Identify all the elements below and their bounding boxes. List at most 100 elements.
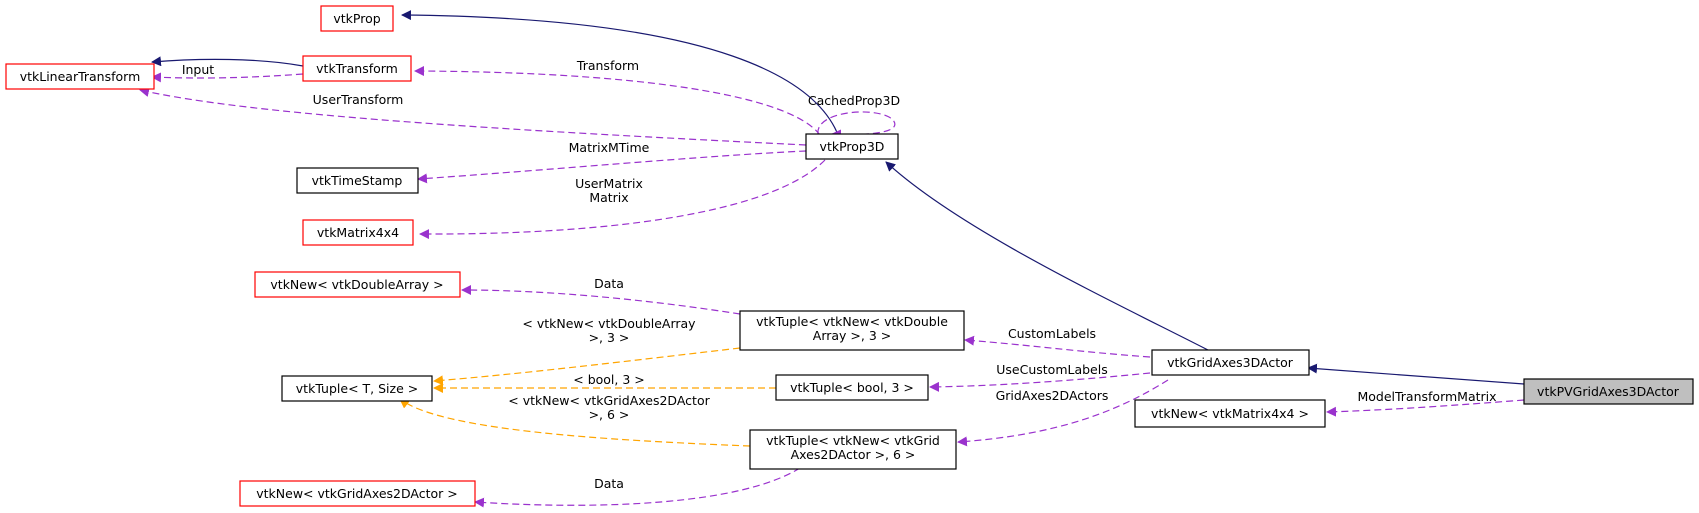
edge-label: Data: [594, 276, 624, 291]
edge-prop3d-usertransform: UserTransform: [139, 87, 807, 146]
edge-label: < bool, 3 >: [573, 372, 645, 387]
edge-tuplebool-template: < bool, 3 >: [433, 372, 776, 393]
node-vtkprop3d[interactable]: vtkProp3D: [805, 133, 899, 160]
edge-prop3d-matrix: UserMatrix Matrix: [419, 159, 826, 240]
edge-line: [1326, 399, 1525, 417]
edge-line: [139, 87, 807, 146]
edge-label: Input: [182, 62, 214, 77]
node-box: [739, 310, 965, 351]
node-label: vtkTransform: [316, 61, 398, 76]
edge-line: [401, 10, 841, 141]
node-vtknew-gridaxes2dactor[interactable]: vtkNew< vtkGridAxes2DActor >: [239, 480, 476, 507]
node-box: [281, 375, 433, 402]
node-label: vtkGridAxes3DActor: [1167, 355, 1294, 370]
node-vtktuple-vtknew-doublearray[interactable]: vtkTuple< vtkNew< vtkDouble Array >, 3 >: [739, 310, 965, 351]
edge-line: [151, 56, 304, 67]
node-label: vtkTuple< T, Size >: [296, 381, 418, 396]
edge-label: Matrix: [589, 190, 628, 205]
node-vtktuple-bool[interactable]: vtkTuple< bool, 3 >: [775, 374, 929, 401]
edge-label: UserTransform: [313, 92, 404, 107]
node-label: vtkMatrix4x4: [317, 225, 399, 240]
node-box: [1134, 399, 1326, 428]
node-label: vtkTuple< vtkNew< vtkDouble: [756, 314, 948, 329]
node-box: [1151, 349, 1310, 376]
edge-label: Transform: [576, 58, 639, 73]
edge-line: [461, 285, 741, 315]
node-box: [254, 271, 461, 298]
node-vtktimestamp[interactable]: vtkTimeStamp: [296, 167, 419, 194]
edge-prop3d-cached: CachedProp3D: [808, 93, 900, 140]
node-box: [296, 167, 419, 194]
nodes: vtkProp vtkLinearTransform vtkTransform …: [5, 5, 1694, 507]
node-box: [302, 219, 414, 246]
edge-line: [474, 467, 801, 508]
edge-grid3d-usecustomlabels: UseCustomLabels: [929, 362, 1151, 392]
node-box: [239, 480, 476, 507]
node-vtknew-matrix4x4[interactable]: vtkNew< vtkMatrix4x4 >: [1134, 399, 1326, 428]
edge-label: UseCustomLabels: [996, 362, 1107, 377]
node-label: vtkTuple< bool, 3 >: [790, 380, 914, 395]
node-box: [749, 429, 957, 470]
edge-label: Data: [594, 476, 624, 491]
edge-prop3d-transform: Transform: [414, 58, 821, 136]
edge-label: CachedProp3D: [808, 93, 900, 108]
node-label: vtkTuple< vtkNew< vtkGrid: [766, 433, 940, 448]
edge-tuplenewdouble-data: Data: [461, 276, 741, 315]
node-vtktuple-vtknew-gridaxes2d[interactable]: vtkTuple< vtkNew< vtkGrid Axes2DActor >,…: [749, 429, 957, 470]
node-label: Array >, 3 >: [813, 328, 891, 343]
edge-label: MatrixMTime: [569, 140, 650, 155]
node-vtkprop[interactable]: vtkProp: [320, 5, 394, 32]
node-vtktuple-t-size[interactable]: vtkTuple< T, Size >: [281, 375, 433, 402]
node-label: vtkNew< vtkMatrix4x4 >: [1151, 406, 1309, 421]
node-label: vtkPVGridAxes3DActor: [1537, 384, 1680, 399]
node-vtkpvgridaxes3dactor[interactable]: vtkPVGridAxes3DActor: [1523, 378, 1694, 405]
edge-grid3d-inherits-prop3d: [885, 161, 1209, 351]
edge-transform-input: Input: [151, 62, 304, 83]
edge-line: [151, 72, 304, 83]
edge-line: [399, 398, 751, 447]
node-label: vtkLinearTransform: [20, 69, 141, 84]
edge-tuplenewdouble-template: < vtkNew< vtkDoubleArray >, 3 >: [433, 316, 741, 386]
edge-line: [414, 66, 821, 136]
edge-prop3d-inherits-prop: [401, 10, 841, 141]
edge-label: >, 3 >: [589, 330, 630, 345]
edge-label: < vtkNew< vtkGridAxes2DActor: [508, 393, 710, 408]
node-box: [320, 5, 394, 32]
edge-prop3d-timestamp: MatrixMTime: [417, 140, 807, 184]
edge-transform-inherits-linear: [151, 56, 304, 67]
edge-line: [1307, 363, 1525, 385]
node-vtktransform[interactable]: vtkTransform: [302, 55, 412, 82]
edge-line: [817, 111, 896, 140]
node-box: [805, 133, 899, 160]
edge-line: [929, 372, 1151, 392]
edge-grid3d-gridaxes2d: GridAxes2DActors: [957, 379, 1169, 447]
node-label: vtkProp: [333, 11, 380, 26]
node-label: vtkTimeStamp: [312, 173, 403, 188]
edge-tuplenewgrid-template: < vtkNew< vtkGridAxes2DActor >, 6 >: [399, 393, 751, 447]
edge-label: >, 6 >: [589, 407, 630, 422]
edge-line: [957, 379, 1169, 447]
edge-label: CustomLabels: [1008, 326, 1096, 341]
edge-line: [885, 161, 1209, 351]
edges: Input Transform CachedProp3D UserTransfo…: [139, 10, 1525, 508]
edge-line: [433, 347, 741, 386]
edge-pv-modeltransform: ModelTransformMatrix: [1326, 389, 1525, 417]
node-vtknew-doublearray[interactable]: vtkNew< vtkDoubleArray >: [254, 271, 461, 298]
edge-label: GridAxes2DActors: [996, 388, 1109, 403]
edge-label: UserMatrix: [575, 176, 643, 191]
node-box: [1523, 378, 1694, 405]
edge-label: ModelTransformMatrix: [1357, 389, 1496, 404]
edge-label: < vtkNew< vtkDoubleArray: [522, 316, 696, 331]
node-label: vtkNew< vtkGridAxes2DActor >: [256, 486, 457, 501]
node-box: [302, 55, 412, 82]
node-vtklineartransform[interactable]: vtkLinearTransform: [5, 63, 155, 90]
edge-grid3d-customlabels: CustomLabels: [964, 326, 1151, 358]
node-vtkgridaxes3dactor[interactable]: vtkGridAxes3DActor: [1151, 349, 1310, 376]
node-label: Axes2DActor >, 6 >: [791, 447, 916, 462]
edge-line: [419, 159, 826, 240]
node-vtkmatrix4x4[interactable]: vtkMatrix4x4: [302, 219, 414, 246]
node-box: [5, 63, 155, 90]
edge-tuplenewgrid-data: Data: [474, 467, 801, 508]
node-label: vtkProp3D: [820, 139, 885, 154]
